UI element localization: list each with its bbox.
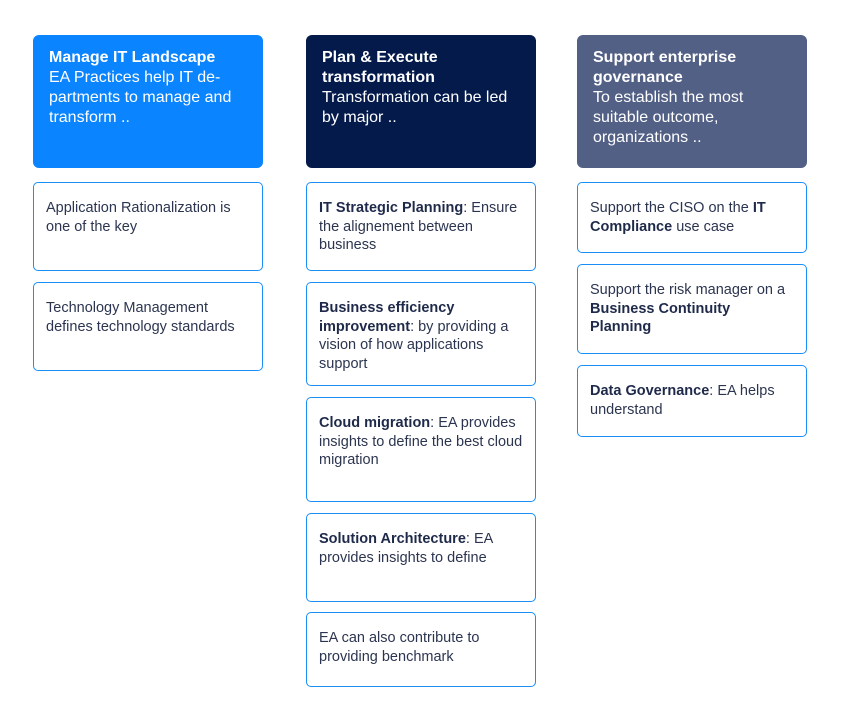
card-text: : EA provides insights to define the bes… (319, 415, 523, 468)
card-business-efficiency: Business efficiency improvement: by prov… (306, 282, 536, 386)
card-bold-text: IT Strategic Planning (319, 200, 464, 216)
card-text: : by providing a vision of how applicati… (319, 318, 509, 372)
header-title: Support enterprise governance (593, 49, 737, 86)
card-technology-management: Technology Management defines technology… (33, 282, 263, 371)
card-text: Support the risk manager on a (590, 282, 786, 298)
card-ciso-compliance: Support the CISO on the IT Compliance us… (577, 182, 807, 253)
card-text: Support the CISO on the (590, 200, 753, 216)
card-bold-text: IT Compliance (590, 200, 766, 235)
card-text: EA can also contribute to providing benc… (319, 630, 480, 665)
card-bold-text: Business efficiency improvement (319, 300, 455, 335)
column-header-plan-execute: Plan & Execute transformation Transforma… (306, 35, 536, 168)
header-title: Plan & Execute transformation (322, 49, 438, 86)
card-data-governance: Data Governance: EA helps understand (577, 365, 807, 437)
card-text: Technology Management defines technology… (46, 300, 235, 335)
card-application-rationalization: Application Rationalization is one of th… (33, 182, 263, 271)
header-description: EA Practices help IT de-partments to man… (49, 69, 232, 126)
card-bold-text: Data Governance (590, 383, 710, 399)
header-description: To establish the most suitable outcome, … (593, 89, 744, 146)
card-business-continuity: Support the risk manager on a Business C… (577, 264, 807, 354)
card-bold-text: Cloud migration (319, 415, 431, 431)
card-text-suffix: use case (672, 218, 735, 235)
column-header-manage-it-landscape: Manage IT Landscape EA Practices help IT… (33, 35, 263, 168)
card-text: Application Rationalization is one of th… (46, 200, 231, 235)
card-bold-text: Business Continuity Planning (590, 300, 731, 336)
card-cloud-migration: Cloud migration: EA provides insights to… (306, 397, 536, 502)
card-text: : EA helps understand (590, 383, 775, 418)
card-solution-architecture: Solution Architecture: EA provides insig… (306, 513, 536, 602)
card-text: : Ensure the alignement between business (319, 200, 518, 253)
column-header-enterprise-governance: Support enterprise governance To establi… (577, 35, 807, 168)
card-text: : EA provides insights to define (319, 531, 493, 566)
header-description: Transformation can be led by major .. (322, 89, 508, 126)
card-bold-text: Solution Architecture (319, 531, 466, 547)
card-it-strategic-planning: IT Strategic Planning: Ensure the aligne… (306, 182, 536, 271)
header-title: Manage IT Landscape (49, 49, 216, 66)
card-benchmark: EA can also contribute to providing benc… (306, 612, 536, 687)
